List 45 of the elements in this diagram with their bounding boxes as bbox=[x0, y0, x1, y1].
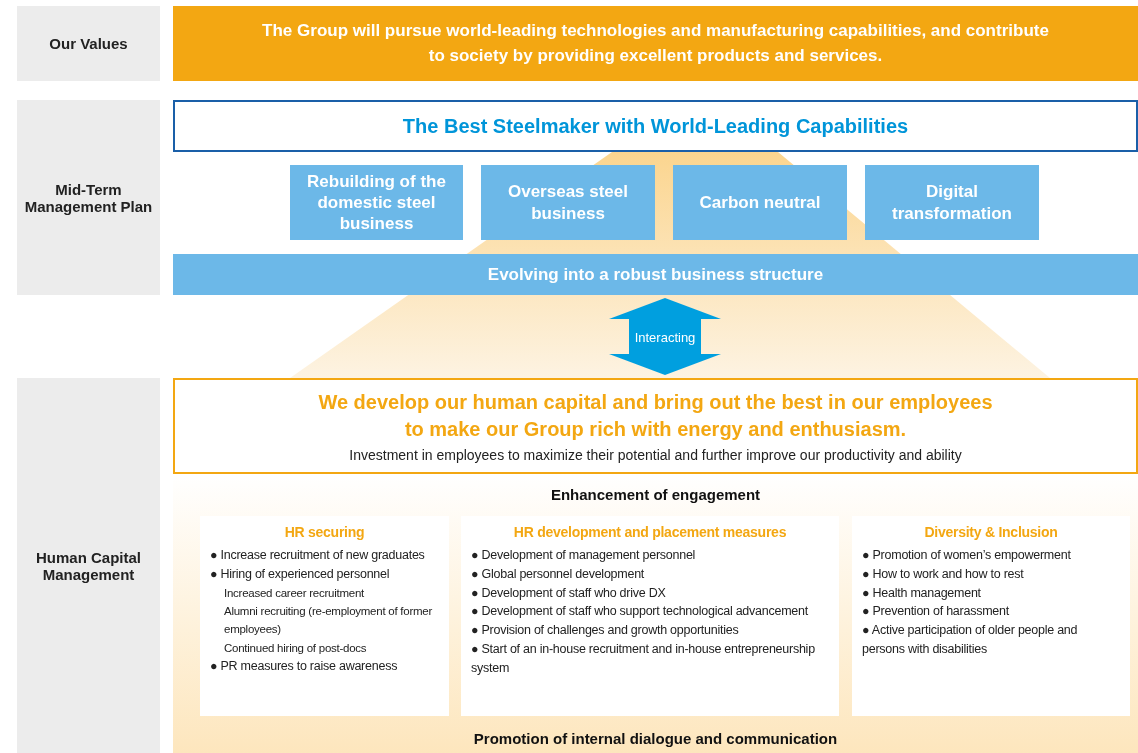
bullet-item: ● Health management bbox=[862, 584, 981, 602]
bullet-item: ● Start of an in-house recruitment and in-house entrepreneurship system bbox=[471, 640, 816, 677]
card-heading: HR securing bbox=[284, 524, 365, 540]
bullet-item: ● Active participation of older people and persons with disabilities bbox=[862, 622, 1079, 658]
vision-title: The Best Steelmaker with World-Leading Capabilities bbox=[402, 114, 909, 138]
values-statement: The Group will pursue world-leading technologies and manufacturing capabilities, and contribute to society by providing excellent products and services. bbox=[261, 19, 1050, 67]
row-label: Human Capital Management bbox=[35, 548, 142, 583]
card-heading: HR development and placement measures bbox=[513, 524, 787, 540]
card-heading: Diversity & Inclusion bbox=[924, 524, 1058, 540]
bullet-item: ● Increase recruitment of new graduates bbox=[210, 547, 425, 564]
measures-card bbox=[852, 516, 1130, 716]
bullet-item: ● Prevention of harassment bbox=[862, 603, 1009, 621]
strategy-box bbox=[290, 165, 463, 240]
row-label: Our Values bbox=[49, 35, 128, 52]
strategy-box bbox=[865, 165, 1039, 240]
bullet-item: ● Promotion of women’s empowerment bbox=[862, 547, 1071, 564]
strategy-box bbox=[481, 165, 655, 240]
values-banner bbox=[173, 6, 1138, 81]
bullet-item: ● Development of staff who support technological advancement bbox=[471, 603, 808, 621]
structure-bar bbox=[173, 254, 1138, 295]
box-label: Evolving into a robust business structure bbox=[487, 264, 824, 285]
bullet-item: ● PR measures to raise awareness bbox=[210, 658, 398, 676]
bullet-item: ● Development of management personnel bbox=[471, 547, 696, 564]
panel-heading: Enhancement of engagement bbox=[550, 486, 761, 503]
sub-item: Continued hiring of post-docs bbox=[223, 640, 367, 656]
bullet-item: ● Global personnel development bbox=[471, 565, 645, 583]
row-label: Mid-Term Management Plan bbox=[23, 180, 154, 215]
box-label: Overseas steel business bbox=[506, 181, 629, 224]
description-text: Investment in employees to maximize their potential and further improve our productivity and ability bbox=[349, 447, 962, 463]
policy-box bbox=[173, 378, 1138, 474]
bullet-item: ● Development of staff who drive DX bbox=[471, 584, 666, 602]
bullet-item: ● Provision of challenges and growth opportunities bbox=[471, 622, 739, 639]
bullet-item: ● Hiring of experienced personnel bbox=[210, 565, 390, 583]
sub-item: Alumni recruiting (re-employment of former employees) bbox=[223, 603, 434, 638]
panel-footer: Promotion of internal dialogue and communication bbox=[473, 730, 838, 747]
box-label: Digital transformation bbox=[891, 181, 1013, 224]
box-label: Carbon neutral bbox=[699, 191, 821, 214]
sub-item: Increased career recruitment bbox=[223, 585, 364, 601]
mission-statement: We develop our human capital and bring out the best in our employees to make our Group rich with energy and enthusiasm. bbox=[317, 390, 994, 442]
strategy-box bbox=[673, 165, 847, 240]
measures-card bbox=[461, 516, 839, 716]
box-label: Rebuilding of the domestic steel business bbox=[306, 170, 447, 235]
measures-card bbox=[200, 516, 449, 716]
bullet-item: ● How to work and how to rest bbox=[862, 565, 1024, 583]
vision-box bbox=[173, 100, 1138, 152]
